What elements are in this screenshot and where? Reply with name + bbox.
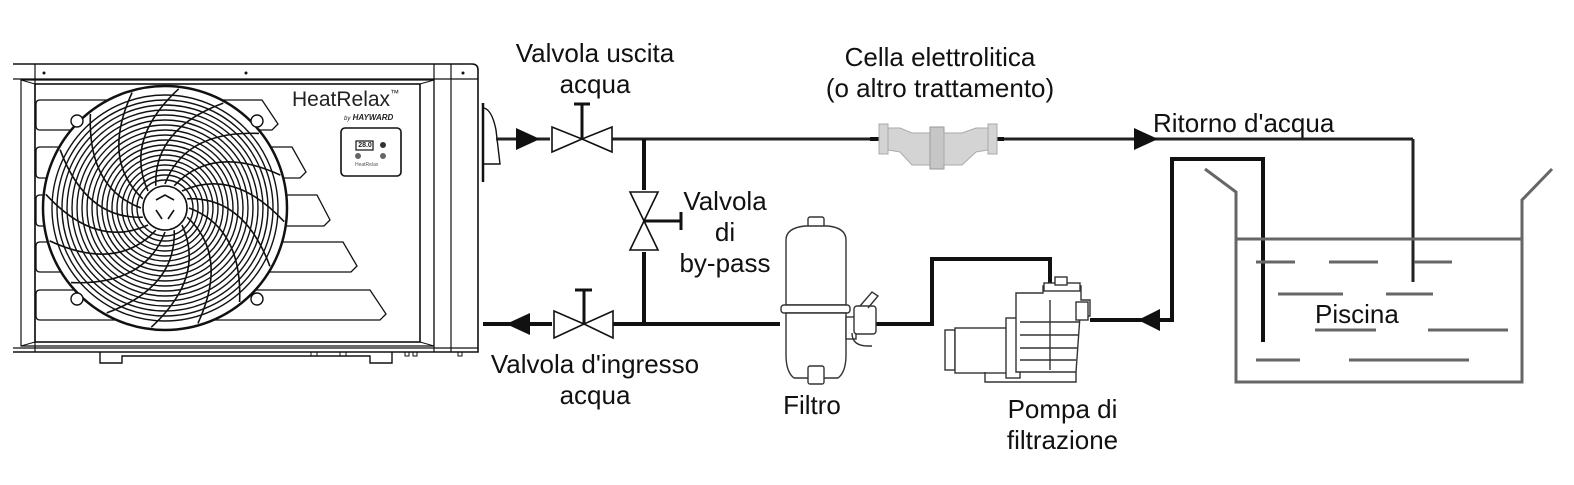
fan-guard-ring: [111, 154, 219, 262]
fan-guard-ring: [116, 159, 214, 257]
up-button-icon: [380, 153, 386, 159]
fan-guard-ring: [56, 99, 274, 317]
fan-blade-spoke: [181, 183, 285, 223]
fan-blade-spoke: [164, 132, 260, 185]
water-return-label: Ritorno d'acqua: [1153, 108, 1335, 138]
fan-guard-ring: [86, 129, 244, 287]
fan-blade-spoke: [188, 207, 241, 303]
fan-blade-spoke: [154, 102, 224, 186]
fan-guard-ring: [131, 174, 199, 242]
fan-guard-ring: [91, 134, 239, 282]
fan-guard-ring: [121, 164, 209, 252]
fan-guard-ring: [71, 114, 259, 302]
outlet-valve-label-line1: Valvola uscita: [515, 38, 675, 68]
fan-blade-spoke: [89, 113, 142, 209]
bypass-valve-icon: [628, 191, 683, 251]
pump-label-line1: Pompa di: [1007, 394, 1118, 424]
inlet-valve-label: Valvola d'ingresso acqua: [465, 349, 725, 411]
fan-guard-ring: [106, 149, 224, 267]
flow-arrow-out-icon: [516, 128, 540, 150]
inlet-valve-label-line1: Valvola d'ingresso: [490, 349, 700, 379]
fan-blade-spoke: [187, 197, 271, 267]
fan-guard-ring: [76, 119, 254, 297]
bypass-valve-label: Valvola di by-pass: [670, 186, 780, 279]
fan-blade-spoke: [173, 161, 281, 187]
trademark: ™: [390, 88, 400, 98]
outlet-valve-icon: [551, 102, 613, 154]
control-panel: [340, 127, 402, 177]
outlet-valve-label: Valvola uscita acqua: [495, 38, 695, 100]
display-screen: [355, 140, 374, 151]
flow-arrow-suction-icon: [1138, 309, 1160, 331]
fan-icon: [41, 84, 289, 332]
outlet-valve-label-line2: acqua: [559, 69, 631, 99]
fan-blade-spoke: [49, 229, 157, 255]
fan-guard-ring: [61, 104, 269, 312]
pump-label: Pompa di filtrazione: [990, 394, 1135, 456]
fan-blade-spoke: [140, 88, 180, 192]
pump-label-line2: filtrazione: [1006, 425, 1119, 455]
fan-guard-ring: [51, 94, 279, 322]
filter-label: Filtro: [783, 390, 841, 420]
electrolytic-cell-icon: [870, 123, 1004, 170]
panel-label: HeatRelax: [355, 162, 379, 168]
fan-guard-ring: [81, 124, 249, 292]
fan-guard-ring: [66, 109, 264, 307]
fan-blade-spoke: [70, 231, 166, 284]
pool-label: Piscina: [1315, 299, 1399, 329]
fan-blade-spoke: [186, 216, 212, 324]
electrolytic-cell-label-line2: (o altro trattamento): [825, 73, 1055, 103]
pool-icon: [1204, 167, 1554, 384]
maker-prefix: by: [344, 116, 351, 122]
bypass-valve-label-line1: Valvola: [683, 186, 767, 216]
brand-logo: HeatRelax™: [292, 88, 399, 112]
maker-logo: by HAYWARD: [344, 113, 393, 122]
electrolytic-cell-label-line1: Cella elettrolitica: [844, 42, 1036, 72]
bypass-valve-label-line2: di: [714, 217, 736, 247]
fan-guard-ring: [96, 139, 234, 277]
inlet-valve-icon: [553, 288, 614, 340]
heat-pump-unit: [13, 63, 501, 364]
fan-blade-spoke: [45, 193, 149, 233]
flow-arrow-in-icon: [506, 313, 530, 335]
fan-guard-ring: [136, 179, 194, 237]
down-button-icon: [355, 153, 361, 159]
inlet-valve-label-line2: acqua: [559, 380, 631, 410]
fan-blade-spoke: [150, 224, 190, 328]
fan-blade-spoke: [106, 230, 176, 314]
electrolytic-cell-label: Cella elettrolitica (o altro trattamento…: [790, 42, 1090, 104]
fan-blade-spoke: [118, 92, 144, 200]
flow-arrow-return-icon: [1134, 128, 1158, 150]
piping: [483, 137, 1415, 342]
fan-guard-ring: [126, 169, 204, 247]
power-button-icon: [380, 142, 386, 148]
maker-name: HAYWARD: [352, 113, 394, 122]
filter-icon: [780, 216, 880, 385]
bypass-valve-label-line3: by-pass: [679, 248, 771, 278]
pump-icon: [944, 276, 1140, 383]
display-value: 28.0: [358, 142, 372, 149]
brand-name: HeatRelax: [292, 88, 391, 111]
fan-blade-spoke: [59, 149, 143, 219]
